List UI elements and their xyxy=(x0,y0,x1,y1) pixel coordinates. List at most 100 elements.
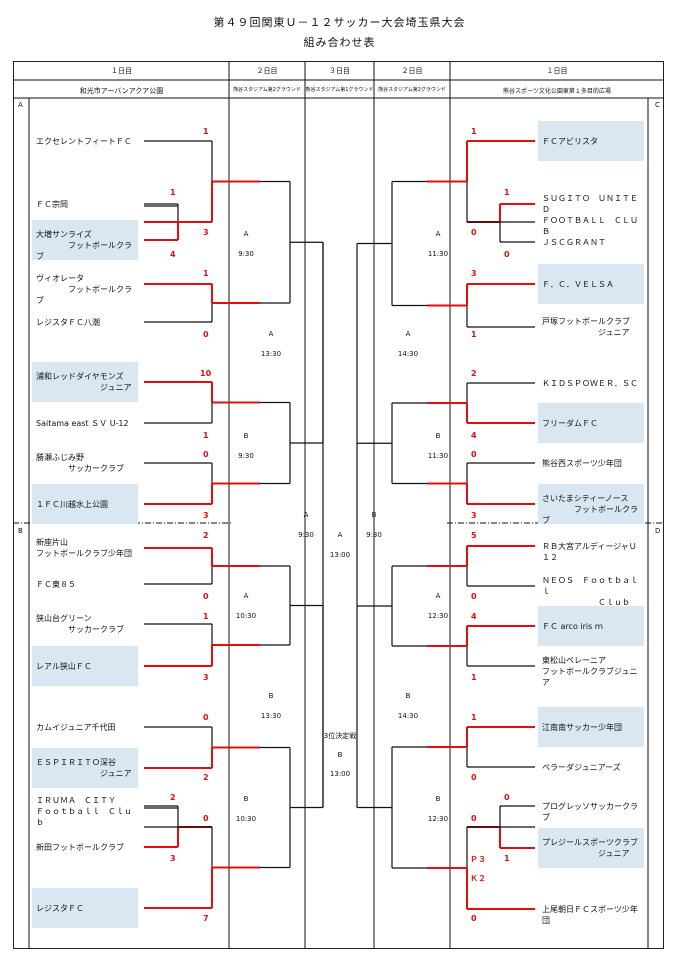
venue-header: 熊谷スタジアム第2グラウンド xyxy=(378,87,446,93)
team-score: 1 xyxy=(170,188,176,197)
day-header: １日目 xyxy=(111,67,132,75)
right-team: ＦＣ arco iris ｍ xyxy=(538,606,644,646)
block-label-b: B xyxy=(18,527,23,535)
match-time: 13:30 xyxy=(260,712,282,720)
round-score: 0 xyxy=(471,814,477,823)
team-score: 0 xyxy=(203,450,209,459)
team-score: 1 xyxy=(203,431,209,440)
team-score: 3 xyxy=(471,269,477,278)
left-team: ＩＲＵＭＡ ＣＩＴＹ Ｆｏｏｔｂａｌｌ Ｃｌｕｂ xyxy=(36,796,132,827)
third-place-text: 3位決定戦 xyxy=(323,732,357,740)
team-score: 4 xyxy=(471,612,477,621)
match-label: B 13:30 xyxy=(256,690,286,722)
team-score: 0 xyxy=(203,592,209,601)
day-header: １日目 xyxy=(546,67,568,75)
team-score: 1 xyxy=(203,269,209,278)
match-court: B xyxy=(405,692,411,700)
bracket-frame xyxy=(13,61,664,949)
left-team: レジスタＦＣ八潮 xyxy=(36,317,100,327)
team-score: 5 xyxy=(471,531,477,540)
match-label: A 13:30 xyxy=(256,328,286,360)
right-team: フリーダムＦＣ xyxy=(538,403,644,443)
left-team: １ＦＣ川越水上公園 xyxy=(32,484,138,524)
match-court: B xyxy=(243,432,249,440)
match-time: 11:30 xyxy=(427,250,449,258)
team-score: 4 xyxy=(471,431,477,440)
team-score: 0 xyxy=(471,592,477,601)
day-header: ３日目 xyxy=(329,67,350,75)
match-time: 9:30 xyxy=(298,531,314,539)
team-score: 1 xyxy=(203,127,209,136)
venue-header: 熊谷スポーツ文化公園東第１多目的広場 xyxy=(503,88,611,95)
left-team: 新田フットボールクラブ xyxy=(36,842,124,852)
match-time: 12:30 xyxy=(427,815,449,823)
team-score: 3 xyxy=(471,511,477,520)
right-team: 上尾朝日ＦＣスポーツ少年団 xyxy=(542,904,638,925)
match-label: B 9:30 xyxy=(359,509,389,541)
left-team: 新座片山 フットボールクラブ少年団 xyxy=(36,538,132,558)
left-team: 勝瀬ふじみ野 サッカークラブ xyxy=(36,453,124,473)
team-score: 0 xyxy=(504,793,510,802)
page-subtitle: 組み合わせ表 xyxy=(303,36,376,49)
team-score: 1 xyxy=(471,713,477,722)
match-time: 13:30 xyxy=(260,350,282,358)
match-time: 10:30 xyxy=(235,815,257,823)
round-score: 0 xyxy=(203,814,209,823)
match-court: A xyxy=(243,592,249,600)
team-score: 1 xyxy=(203,612,209,621)
team-score: 3 xyxy=(203,511,209,520)
match-time: 9:30 xyxy=(366,531,382,539)
match-court: B xyxy=(268,692,274,700)
right-team: 戸塚フットボールクラブ ジュニア xyxy=(542,317,630,337)
left-team: ヴィオレータ フットボールクラブ xyxy=(36,274,132,305)
left-team: 狭山台グリーン サッカークラブ xyxy=(36,614,124,634)
team-score: 3 xyxy=(170,854,176,863)
right-team: ＳＵＧＩＴＯ ＵＮＩＴＥＤ ＦＯＯＴＢＡＬＬ ＣＬＵＢ xyxy=(542,194,638,236)
team-score: 1 xyxy=(471,127,477,136)
match-time: 10:30 xyxy=(235,612,257,620)
page-title: 第４９回関東Ｕ－１２サッカー大会埼玉県大会 xyxy=(213,16,466,29)
team-score: 0 xyxy=(471,914,477,923)
match-court: A xyxy=(435,230,441,238)
left-team: カムイジュニア千代田 xyxy=(36,722,116,732)
team-score: 1 xyxy=(471,330,477,339)
team-score: 2 xyxy=(471,369,477,378)
team-score: 1 xyxy=(504,854,510,863)
left-team: ＦＣ東８５ xyxy=(36,579,76,589)
match-court: B xyxy=(371,511,377,519)
team-score: 3 xyxy=(203,673,209,682)
round-score: 3 xyxy=(203,228,209,237)
match-court: B xyxy=(243,795,249,803)
left-team: 大増サンライズ フットボールクラブ xyxy=(32,220,138,261)
match-time: 13:00 xyxy=(329,551,351,559)
match-label: A 12:30 xyxy=(423,590,453,622)
match-time: 12:30 xyxy=(427,612,449,620)
match-label: A 10:30 xyxy=(231,590,261,622)
right-team: 江南南サッカー少年団 xyxy=(538,707,644,747)
left-team: ＥＳＰＩＲＩＴＯ深谷 ジュニア xyxy=(32,748,138,788)
match-time: 9:30 xyxy=(238,452,254,460)
right-team: さいたまシティーノース フットボールクラブ xyxy=(538,484,644,525)
team-score: 0 xyxy=(504,250,510,259)
team-score: 0 xyxy=(471,450,477,459)
team-score: 2 xyxy=(203,531,209,540)
left-team: レジスタＦＣ xyxy=(32,888,138,928)
team-score: 7 xyxy=(203,914,209,923)
left-team: ＦＣ宗岡 xyxy=(36,199,68,209)
match-label: B 9:30 xyxy=(231,430,261,462)
right-team: 東松山ペレーニア フットボールクラブジュニア xyxy=(542,656,638,687)
block-label-d: D xyxy=(655,527,661,535)
match-court: A xyxy=(435,592,441,600)
match-court: A xyxy=(405,330,411,338)
match-court: A xyxy=(268,330,274,338)
match-court: A xyxy=(243,230,249,238)
match-time: 14:30 xyxy=(397,350,419,358)
right-team: 熊谷西スポーツ少年団 xyxy=(542,458,622,468)
right-team: ＲＢ大宮アルディージャＵ１２ xyxy=(542,541,637,562)
day-header: ２日目 xyxy=(401,67,423,75)
match-court: B xyxy=(435,795,441,803)
